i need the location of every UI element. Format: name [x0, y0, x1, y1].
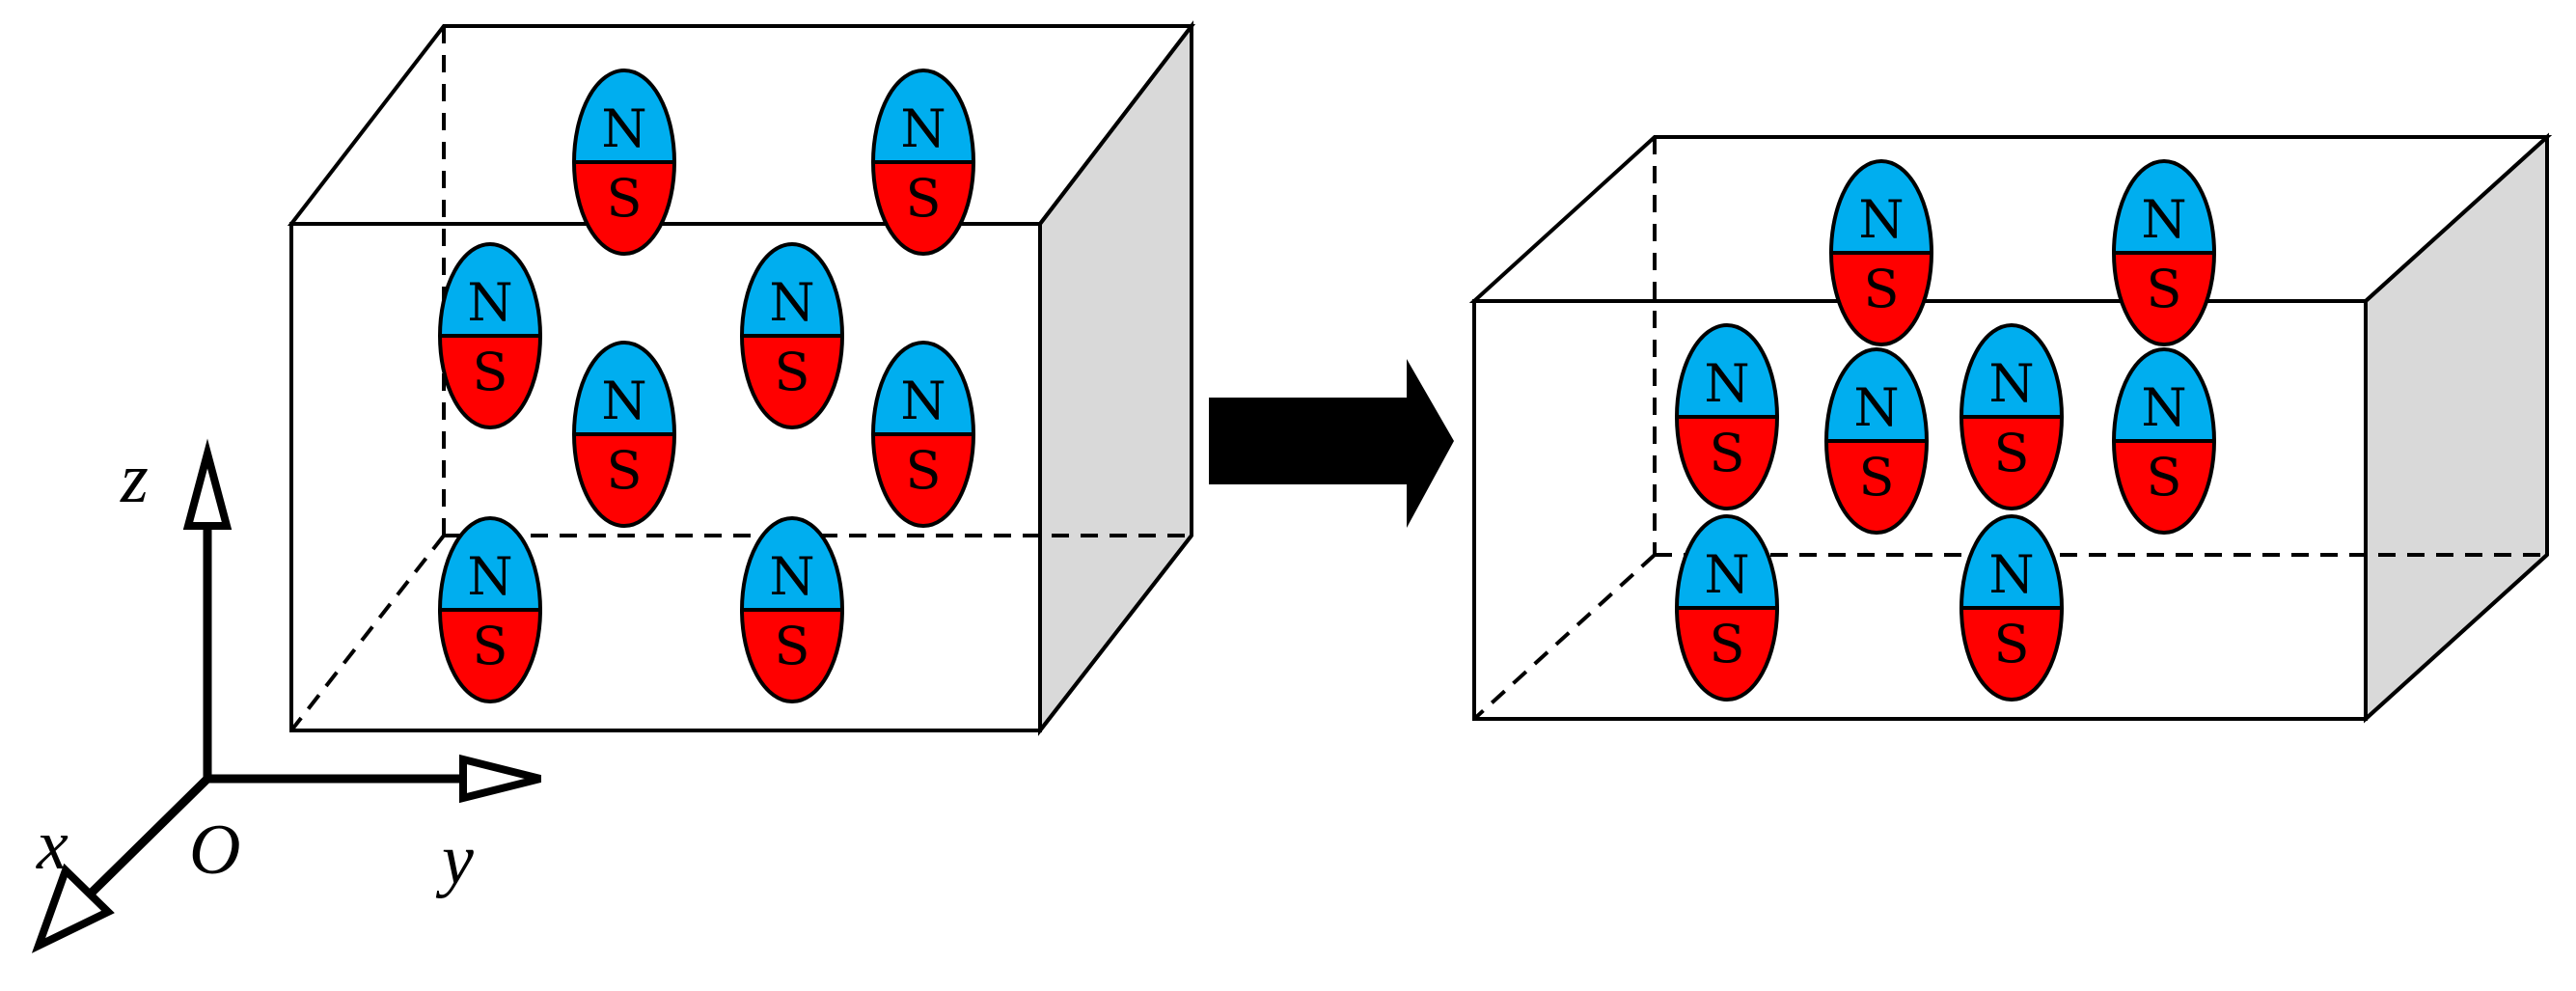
magnet-outline [1824, 347, 1929, 535]
north-label: N [2141, 189, 2186, 250]
south-label: S [2147, 259, 2182, 319]
left-box-side-edge [1038, 534, 1193, 732]
magnet-outline [740, 242, 844, 429]
z-axis-arrowhead [182, 438, 233, 530]
south-label: S [2147, 447, 2182, 508]
right-box-side-face [2364, 132, 2549, 724]
magnet-outline [1675, 323, 1779, 510]
left-box-magnet: NS [871, 69, 975, 256]
left-box-magnet: NS [740, 242, 844, 429]
north-label: N [601, 371, 646, 431]
north-label: N [1858, 189, 1904, 250]
y-axis-arrowhead [459, 754, 541, 804]
left-box [287, 20, 1196, 736]
magnet-outline [572, 69, 676, 256]
coordinate-axes [31, 438, 541, 953]
right-box-magnet: NS [2112, 159, 2216, 346]
right-box-hidden-edge-depth [1472, 553, 1657, 721]
south-label: S [1859, 447, 1895, 508]
x-axis-line [88, 775, 211, 896]
right-box-top-face [1468, 135, 2553, 303]
north-label: N [1988, 353, 2034, 414]
right-box-side-edge [2364, 553, 2549, 721]
right-box-magnet: NS [1824, 347, 1929, 535]
left-box-magnet: NS [438, 516, 542, 703]
north-label: N [769, 272, 814, 333]
north-label: N [900, 371, 945, 431]
z-axis-label: z [120, 439, 149, 518]
left-box-hidden-edge-depth [289, 534, 446, 732]
left-box-top-face [287, 24, 1196, 226]
x-axis-arrowhead [31, 863, 115, 953]
magnet-outline [871, 341, 975, 528]
north-label: N [900, 98, 945, 159]
left-box-magnet: NS [740, 516, 844, 703]
north-label: N [601, 98, 646, 159]
right-box-front-face [1472, 299, 2368, 721]
south-label: S [607, 168, 643, 229]
left-box-front-face [289, 222, 1042, 732]
north-label: N [1704, 353, 1749, 414]
south-label: S [1864, 259, 1900, 319]
magnet-outline [2112, 347, 2216, 535]
north-label: N [1988, 544, 2034, 605]
north-label: N [2141, 377, 2186, 438]
origin-label: O [189, 811, 240, 890]
right-box-magnet: NS [1959, 323, 2064, 510]
south-label: S [1994, 423, 2030, 483]
magnet-outline [1829, 159, 1933, 346]
right-box-magnet: NS [1829, 159, 1933, 346]
left-box-magnet: NS [438, 242, 542, 429]
magnet-outline [1959, 323, 2064, 510]
right-box-magnet: NS [1959, 514, 2064, 702]
right-box-magnet: NS [1675, 514, 1779, 702]
south-label: S [1710, 614, 1745, 674]
magnet-outline [1959, 514, 2064, 702]
magnet-outline [1675, 514, 1779, 702]
magnet-outline [438, 516, 542, 703]
left-box-magnet: NS [572, 341, 676, 528]
right-arrow-icon [1209, 359, 1454, 528]
south-label: S [473, 342, 508, 402]
south-label: S [1994, 614, 2030, 674]
left-box-magnet: NS [871, 341, 975, 528]
x-axis-label: x [36, 806, 69, 885]
right-box [1468, 132, 2553, 724]
magnet-outline [871, 69, 975, 256]
left-box-magnet: NS [572, 69, 676, 256]
north-label: N [769, 546, 814, 607]
south-label: S [607, 440, 643, 501]
south-label: S [775, 342, 810, 402]
left-box-side-face [1038, 20, 1193, 736]
magnet-outline [438, 242, 542, 429]
north-label: N [467, 272, 512, 333]
south-label: S [906, 440, 942, 501]
magnet-outline [740, 516, 844, 703]
right-box-magnet: NS [1675, 323, 1779, 510]
south-label: S [1710, 423, 1745, 483]
magnet-outline [572, 341, 676, 528]
magnet-outline [2112, 159, 2216, 346]
north-label: N [1704, 544, 1749, 605]
y-axis-label: y [435, 820, 474, 899]
right-box-magnet: NS [2112, 347, 2216, 535]
north-label: N [1853, 377, 1899, 438]
south-label: S [473, 616, 508, 676]
south-label: S [906, 168, 942, 229]
south-label: S [775, 616, 810, 676]
north-label: N [467, 546, 512, 607]
